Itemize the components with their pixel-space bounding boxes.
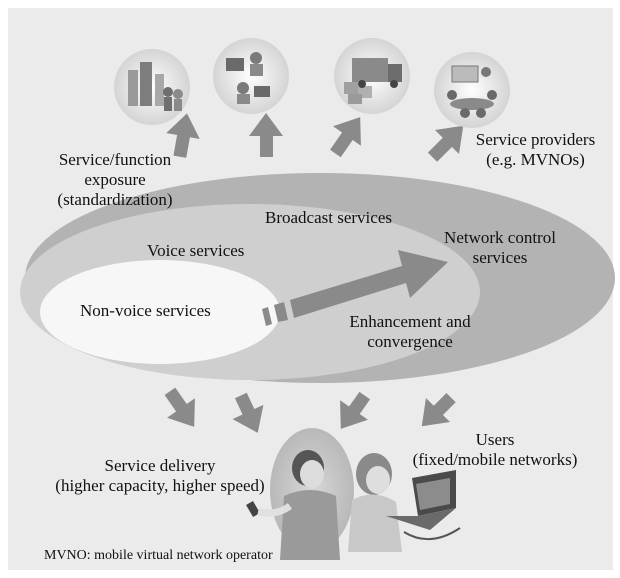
network-control-line-1: Network control bbox=[444, 228, 556, 247]
delivery-label: Service delivery (higher capacity, highe… bbox=[30, 456, 290, 496]
enhancement-line-1: Enhancement and bbox=[349, 312, 471, 331]
footnote: MVNO: mobile virtual network operator bbox=[44, 548, 273, 563]
exposure-line-2: exposure bbox=[84, 170, 146, 189]
broadcast-label: Broadcast services bbox=[265, 208, 392, 227]
enhancement-line-2: convergence bbox=[367, 332, 453, 351]
users-label: Users (fixed/mobile networks) bbox=[390, 430, 600, 470]
person-with-phone-icon bbox=[246, 428, 354, 560]
exposure-line-3: (standardization) bbox=[57, 190, 173, 209]
up-arrows bbox=[166, 113, 464, 162]
users-line-1: Users bbox=[475, 430, 515, 449]
users-line-2: (fixed/mobile networks) bbox=[412, 450, 578, 469]
exposure-line-1: Service/function bbox=[58, 150, 172, 169]
inner-ellipse bbox=[40, 260, 280, 364]
network-control-line-2: services bbox=[472, 248, 528, 267]
enhancement-arrow bbox=[262, 250, 448, 326]
down-arrows bbox=[164, 387, 456, 433]
providers-label: Service providers (e.g. MVNOs) bbox=[458, 130, 613, 170]
delivery-line-1: Service delivery bbox=[104, 456, 216, 475]
exposure-label: Service/function exposure (standardizati… bbox=[30, 150, 200, 210]
computer-users-icon bbox=[213, 38, 289, 114]
non-voice-label: Non-voice services bbox=[80, 301, 211, 320]
delivery-truck-icon bbox=[334, 38, 410, 114]
network-control-label: Network control services bbox=[425, 228, 575, 268]
business-meeting-icon bbox=[434, 52, 510, 128]
office-buildings-icon bbox=[114, 49, 190, 125]
person-with-laptop-icon bbox=[348, 453, 461, 552]
providers-line-2: (e.g. MVNOs) bbox=[486, 150, 585, 169]
providers-line-1: Service providers bbox=[475, 130, 596, 149]
delivery-line-2: (higher capacity, higher speed) bbox=[55, 476, 265, 495]
voice-label: Voice services bbox=[147, 241, 245, 260]
enhancement-label: Enhancement and convergence bbox=[325, 312, 495, 352]
